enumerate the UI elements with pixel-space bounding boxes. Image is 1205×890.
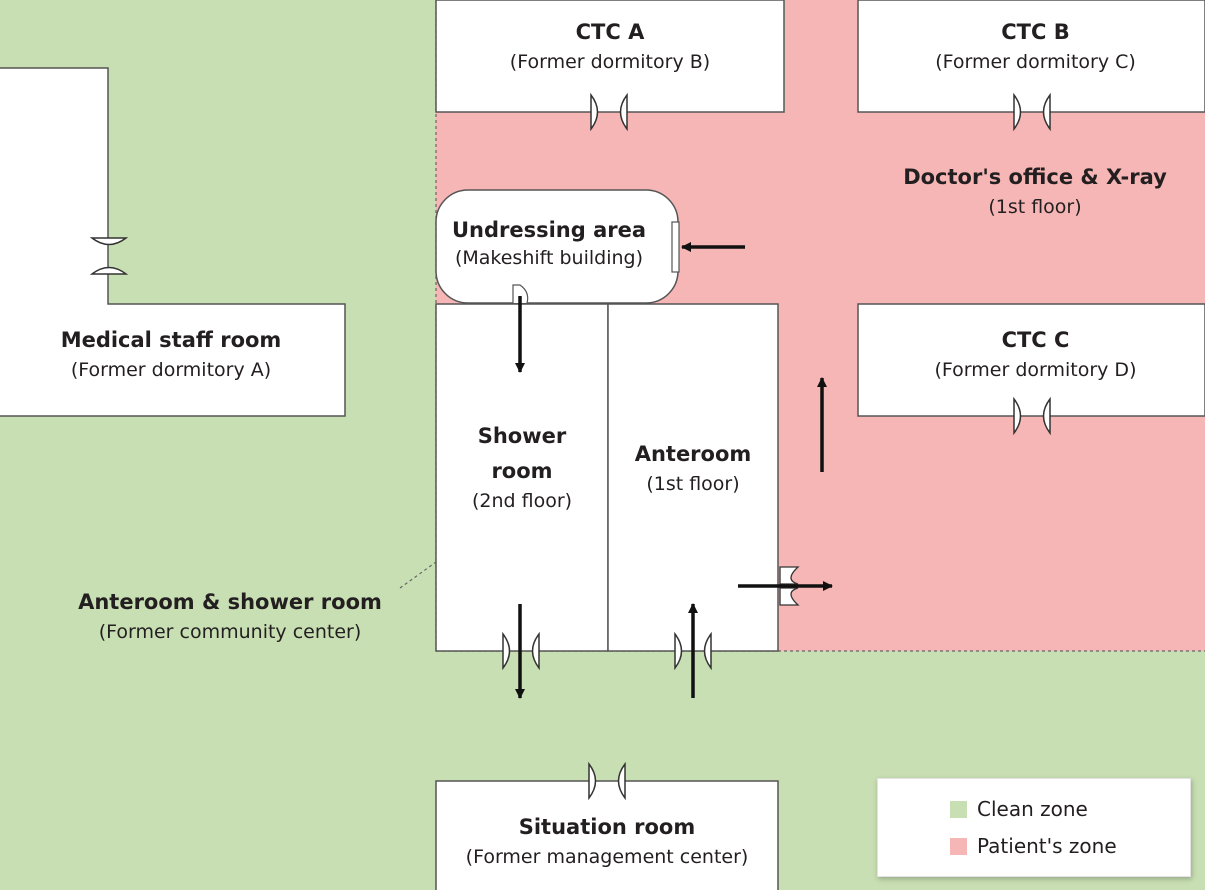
- door-icon: [512, 284, 529, 304]
- doctors-office-label: Doctor's office & X-ray (1st floor): [880, 165, 1190, 219]
- door-icon: [671, 221, 680, 273]
- doctors-office-title: Doctor's office & X-ray: [903, 165, 1167, 189]
- ctc-b-label: CTC B (Former dormitory C): [858, 20, 1205, 74]
- undressing-area-label: Undressing area (Makeshift building): [436, 218, 662, 270]
- ctc-c-title: CTC C: [1001, 328, 1070, 352]
- ctc-c-label: CTC C (Former dormitory D): [858, 328, 1205, 382]
- legend: Clean zone Patient's zone: [877, 778, 1191, 877]
- shower-room: [435, 303, 609, 652]
- legend-label-patient-zone: Patient's zone: [977, 834, 1117, 858]
- anteroom-shower-room-subtitle: (Former community center): [98, 621, 362, 644]
- medical-staff-room-subtitle: (Former dormitory A): [70, 359, 272, 382]
- leader-line: [399, 561, 437, 589]
- anteroom-title: Anteroom: [634, 442, 752, 466]
- shower-room-label: Shower room (2nd floor): [436, 424, 608, 513]
- situation-room-subtitle: (Former management center): [465, 846, 749, 869]
- clean-zone-swatch: [950, 800, 967, 818]
- anteroom-subtitle: (1st floor): [646, 473, 740, 496]
- ctc-b-room: [857, 0, 1205, 113]
- ctc-a-subtitle: (Former dormitory B): [509, 51, 711, 74]
- ctc-a-label: CTC A (Former dormitory B): [436, 20, 784, 74]
- door-icon: [779, 566, 800, 606]
- medical-staff-room-title: Medical staff room: [60, 328, 282, 352]
- situation-room-label: Situation room (Former management center…: [436, 815, 778, 869]
- ctc-a-title: CTC A: [575, 20, 645, 44]
- medical-staff-room-label: Medical staff room (Former dormitory A): [40, 328, 302, 382]
- situation-room-title: Situation room: [518, 815, 696, 839]
- ctc-c-subtitle: (Former dormitory D): [934, 359, 1137, 382]
- shower-room-title-line1: Shower: [477, 424, 567, 448]
- shower-room-subtitle: (2nd floor): [471, 490, 573, 513]
- anteroom-shower-room-title: Anteroom & shower room: [78, 590, 382, 614]
- ctc-b-subtitle: (Former dormitory C): [935, 51, 1136, 74]
- shower-room-title-line2: room: [491, 459, 553, 484]
- undressing-area-title: Undressing area: [451, 218, 647, 242]
- anteroom-shower-room-label: Anteroom & shower room (Former community…: [70, 590, 390, 644]
- undressing-area-subtitle: (Makeshift building): [454, 247, 644, 270]
- patient-zone-swatch: [950, 837, 967, 855]
- legend-item-patient-zone: Patient's zone: [950, 834, 1117, 858]
- patient-zone-vertical-corridor: [785, 0, 858, 112]
- medical-staff-room: [0, 67, 346, 417]
- legend-label-clean-zone: Clean zone: [977, 797, 1088, 821]
- doctors-office-subtitle: (1st floor): [988, 196, 1082, 219]
- ctc-c-room: [857, 303, 1205, 417]
- anteroom-label: Anteroom (1st floor): [608, 442, 778, 496]
- ctc-a-room: [435, 0, 785, 113]
- legend-item-clean-zone: Clean zone: [950, 797, 1088, 821]
- situation-room: [435, 780, 779, 890]
- ctc-b-title: CTC B: [1001, 20, 1070, 44]
- anteroom: [607, 303, 779, 652]
